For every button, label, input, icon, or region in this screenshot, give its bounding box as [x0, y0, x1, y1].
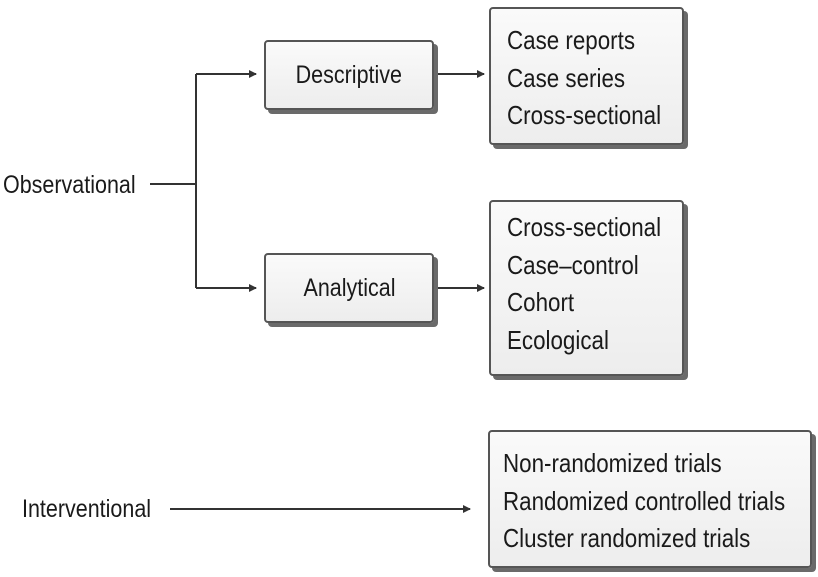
interventional-label: Interventional [22, 495, 152, 523]
interventional-designs-box: Non-randomized trials Randomized control… [488, 430, 812, 568]
observational-label: Observational [3, 171, 136, 199]
list-item: Non-randomized trials [503, 448, 722, 478]
list-item: Cross-sectional [507, 212, 662, 242]
analytical-title: Analytical [302, 273, 396, 302]
descriptive-designs-list: Case reports Case series Cross-sectional [507, 22, 686, 135]
analytical-designs-list: Cross-sectional Case–control Cohort Ecol… [507, 209, 686, 359]
list-item: Cluster randomized trials [503, 523, 751, 553]
descriptive-designs-box: Case reports Case series Cross-sectional [489, 7, 684, 145]
descriptive-title: Descriptive [295, 60, 403, 89]
list-item: Case reports [507, 25, 636, 55]
descriptive-box: Descriptive [264, 40, 434, 110]
list-item: Cross-sectional [507, 100, 662, 130]
list-item: Case–control [507, 249, 639, 280]
list-item: Randomized controlled trials [503, 485, 786, 516]
interventional-designs-list: Non-randomized trials Randomized control… [503, 445, 818, 558]
list-item: Case series [507, 62, 626, 93]
list-item: Cohort [507, 287, 575, 317]
list-item: Ecological [507, 324, 609, 355]
analytical-box: Analytical [264, 253, 434, 323]
analytical-designs-box: Cross-sectional Case–control Cohort Ecol… [489, 200, 684, 376]
